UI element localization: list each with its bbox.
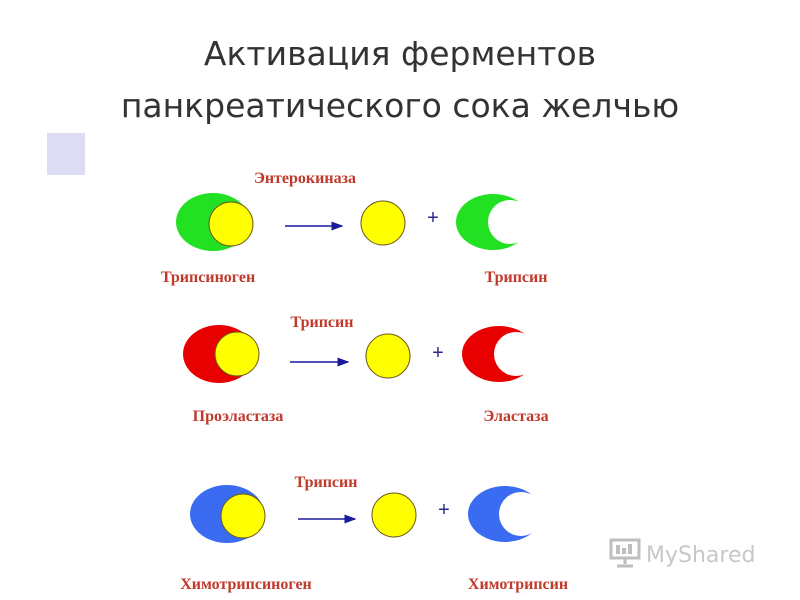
enzyme-label: Трипсин — [291, 314, 354, 331]
title-line-1: Активация ферментов — [203, 34, 597, 73]
precursor-label: Трипсиноген — [161, 269, 255, 286]
active-site-cutout — [499, 492, 543, 536]
reaction-2: Трипсин + Проэластаза Эластаза — [183, 314, 549, 425]
active-site-cutout — [494, 332, 538, 376]
enzyme-label: Энтерокиназа — [254, 170, 356, 187]
product-label: Эластаза — [483, 408, 548, 425]
precursor-label: Химотрипсиноген — [180, 576, 312, 593]
released-peptide-circle — [365, 333, 411, 379]
plus-sign: + — [432, 342, 444, 364]
inhibitor-peptide-circle — [220, 493, 266, 539]
plus-sign: + — [438, 499, 450, 521]
reaction-1: Энтерокиназа + Трипсиноген Трипсин — [161, 170, 548, 286]
released-peptide-circle — [371, 492, 417, 538]
enzyme-label: Трипсин — [295, 474, 358, 491]
projector-screen-icon — [608, 536, 642, 575]
watermark: MyShared — [608, 538, 755, 572]
watermark-text: MyShared — [646, 542, 756, 568]
released-peptide-circle — [360, 200, 406, 246]
page-title: Активация ферментов панкреатического сок… — [0, 28, 800, 132]
product-label: Химотрипсин — [468, 576, 568, 593]
product-label: Трипсин — [485, 269, 548, 286]
precursor-label: Проэластаза — [193, 408, 284, 425]
active-site-cutout — [488, 200, 532, 244]
title-line-2: панкреатического сока желчью — [120, 86, 680, 125]
reaction-3: Трипсин + Химотрипсиноген Химотрипсин — [180, 474, 568, 593]
bullet-square — [47, 133, 85, 175]
inhibitor-peptide-circle — [214, 331, 260, 377]
plus-sign: + — [427, 207, 439, 229]
inhibitor-peptide-circle — [208, 201, 254, 247]
